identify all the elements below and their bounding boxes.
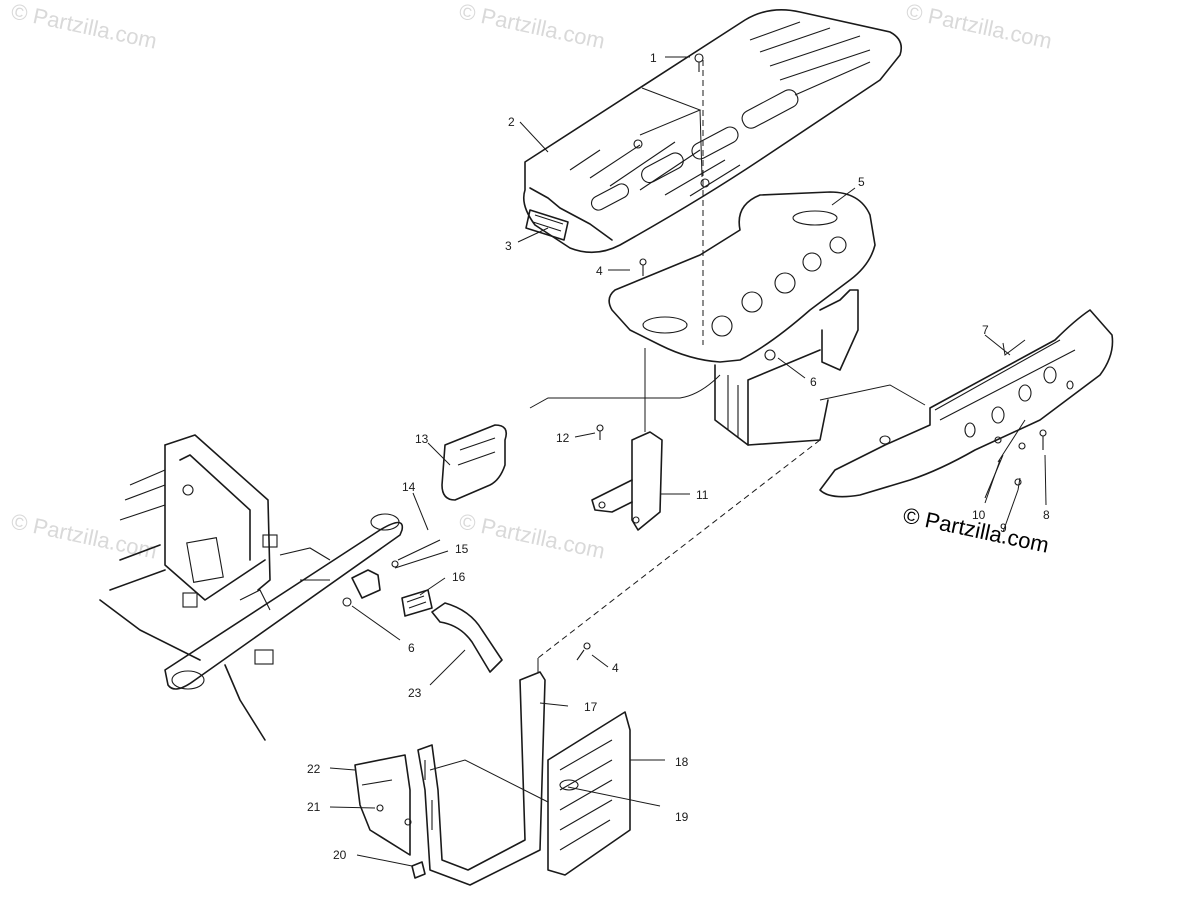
callout-16: 16 [452,570,466,584]
rear-rack [522,9,903,254]
callout-18: 18 [675,755,689,769]
callout-15: 15 [455,542,469,556]
tail-light [441,424,508,501]
hitch-hardware [342,539,441,617]
mudflap-right [547,711,631,876]
callout-23: 23 [408,686,422,700]
callout-6-bottom: 6 [408,641,415,655]
watermark-top-center: © Partzilla.com [457,0,607,54]
callouts: 1 2 3 4 5 6 7 8 9 10 11 12 13 14 15 16 6… [307,51,1050,862]
callout-11: 11 [696,488,709,502]
rack-support [608,191,876,446]
mudflap-bracket [417,671,546,886]
callout-20: 20 [333,848,347,862]
callout-22: 22 [307,762,321,776]
watermark-top-right: © Partzilla.com [904,0,1054,54]
callout-19: 19 [675,810,689,824]
mudflap-left [354,754,411,856]
bracket [591,431,663,531]
callout-1: 1 [650,51,657,65]
watermark-mid-left: © Partzilla.com [9,508,159,563]
clip [411,861,426,879]
callout-7: 7 [982,323,989,337]
callout-13: 13 [415,432,429,446]
callout-4-top: 4 [596,264,603,278]
callout-10: 10 [972,508,986,522]
fasteners [404,53,1047,826]
hitch-tube [431,602,503,673]
callout-4-bottom: 4 [612,661,619,675]
callout-17: 17 [584,700,598,714]
callout-9: 9 [1000,521,1007,535]
callout-3: 3 [505,239,512,253]
callout-2: 2 [508,115,515,129]
callout-21: 21 [307,800,321,814]
rear-bumper [819,309,1114,498]
watermark-mid-center: © Partzilla.com [457,508,607,563]
callout-8: 8 [1043,508,1050,522]
watermark-top-left: © Partzilla.com [9,0,159,54]
assembly-lines [429,60,1026,803]
vehicle-frame [99,434,404,741]
callout-14: 14 [402,480,416,494]
callout-12: 12 [556,431,570,445]
reflector [525,209,569,241]
callout-6-top: 6 [810,375,817,389]
callout-5: 5 [858,175,865,189]
leader-lines [329,56,1047,867]
